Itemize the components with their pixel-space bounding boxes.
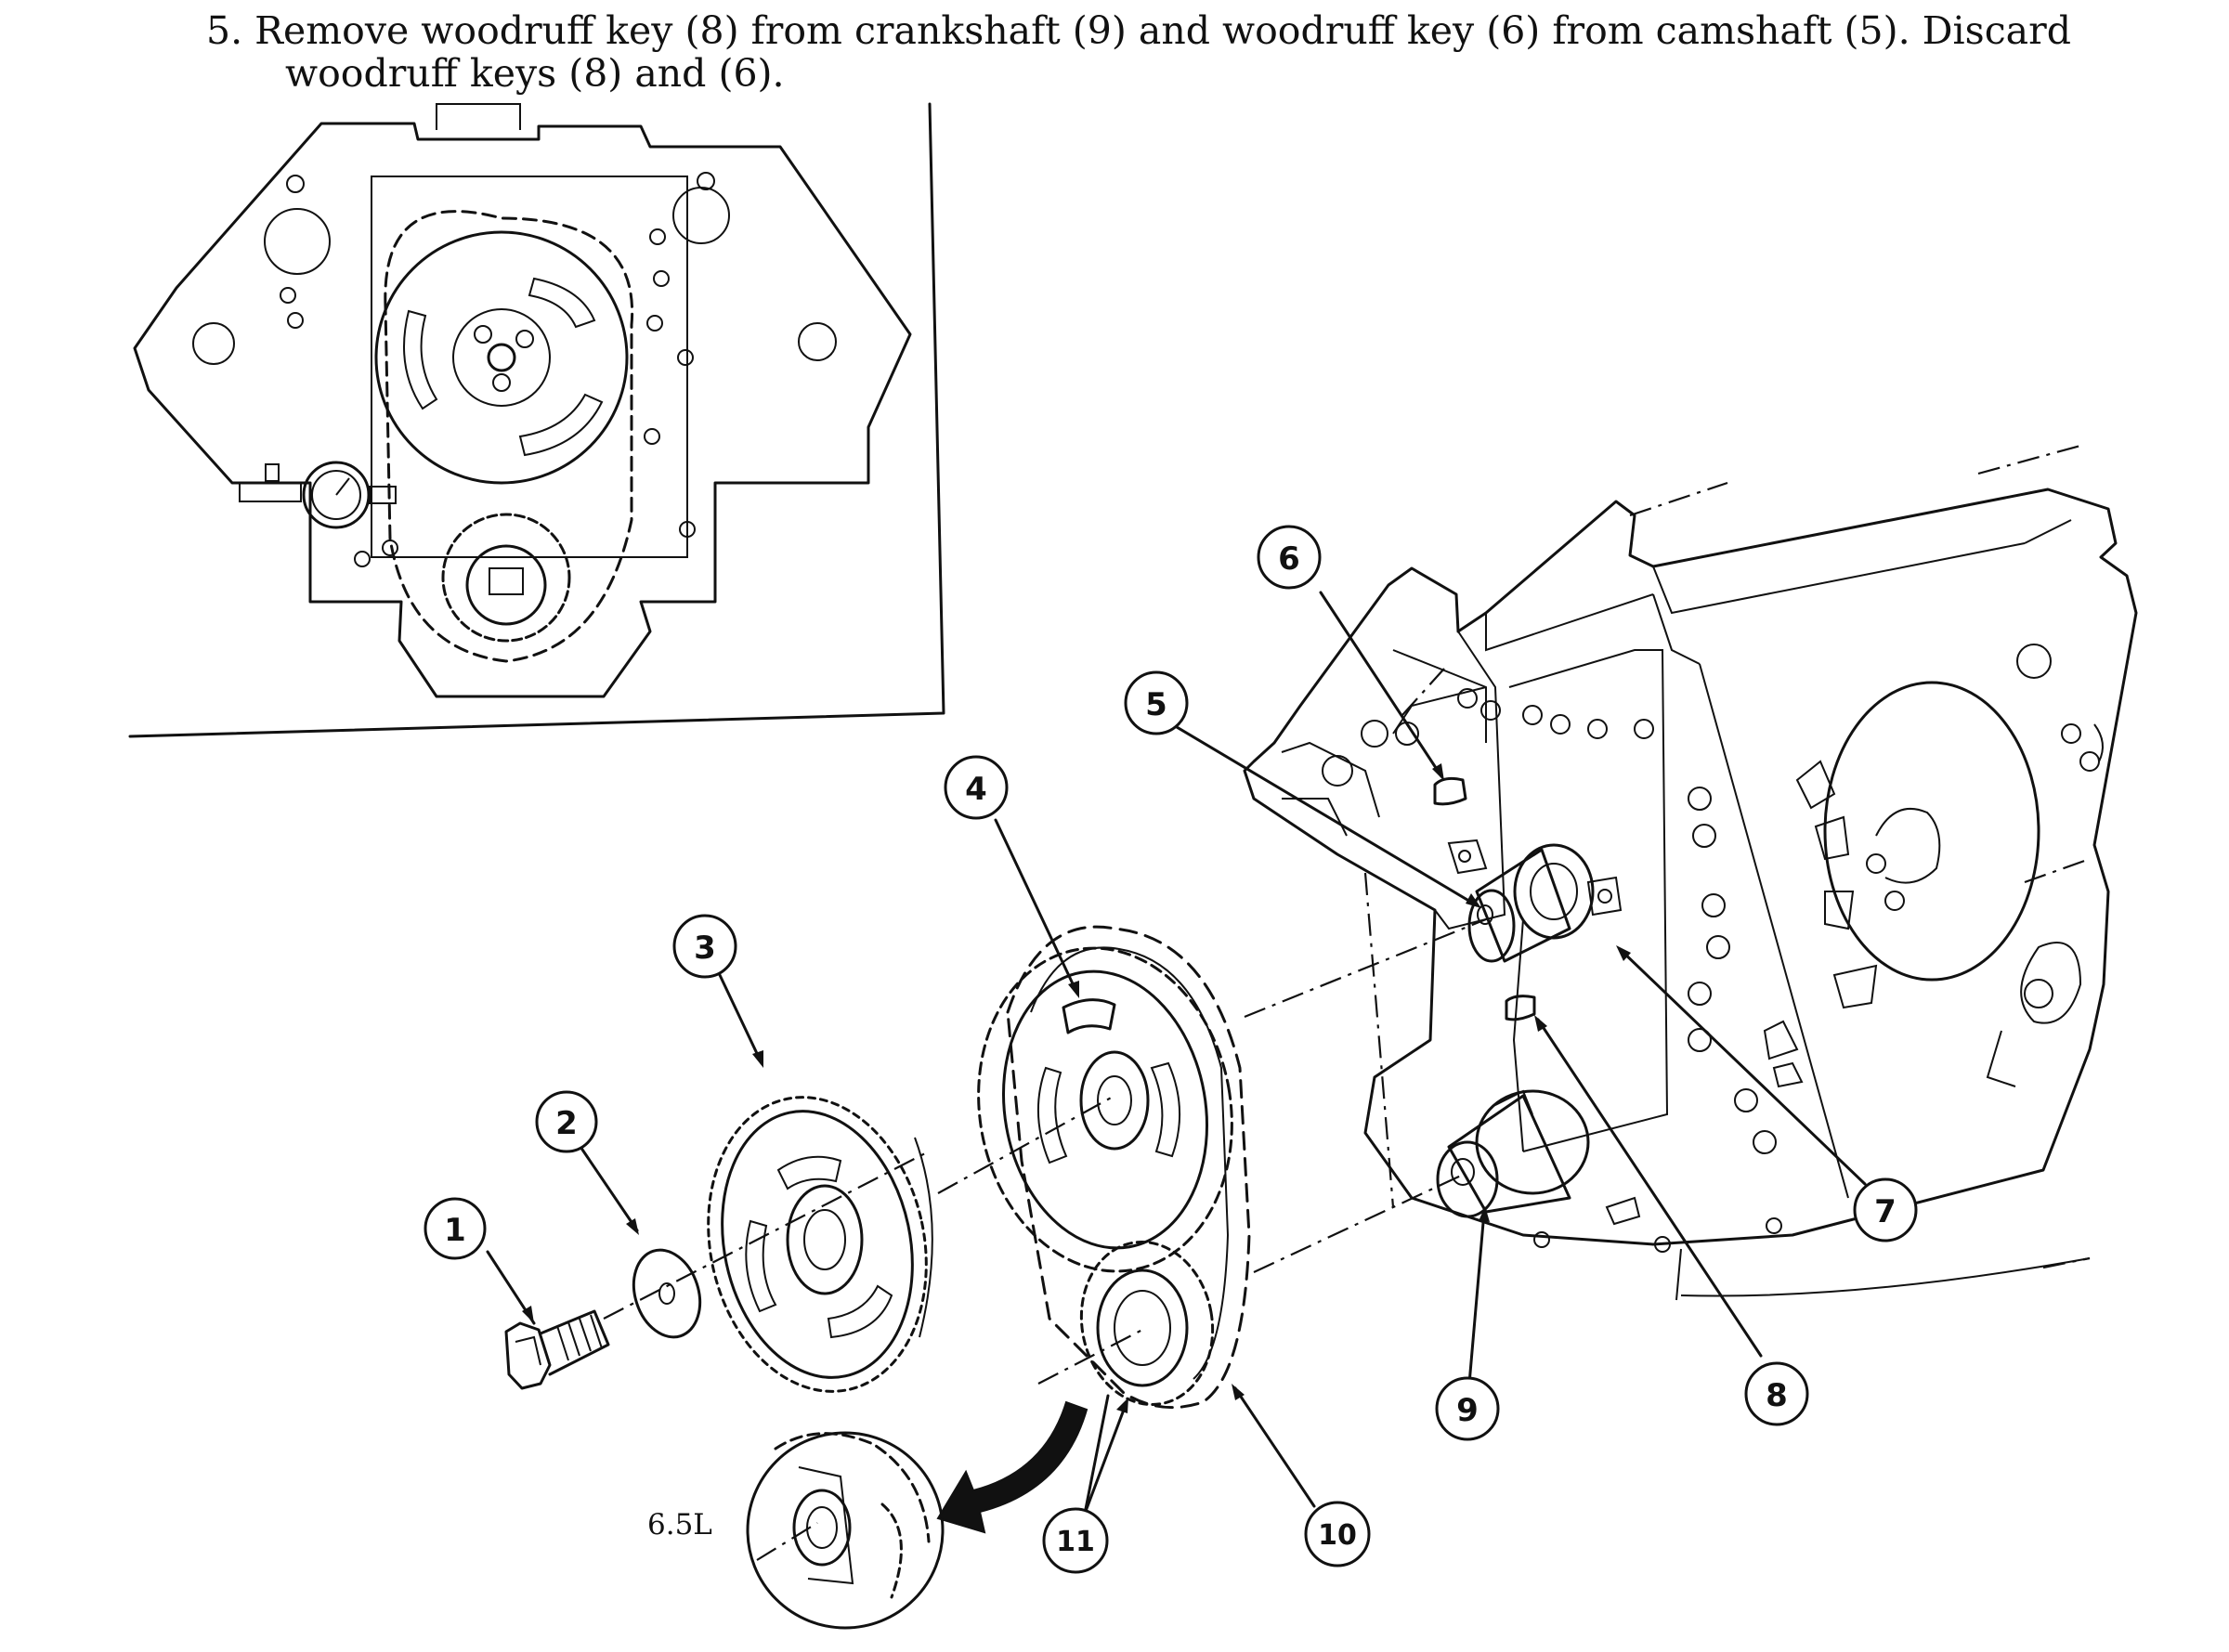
callout-7-label: 7 <box>1874 1193 1897 1230</box>
callout-10: 10 <box>1304 1501 1371 1567</box>
crankshaft-end <box>1436 1089 1641 1226</box>
camshaft-sprocket-4-icon <box>977 946 1233 1273</box>
engine-block <box>1243 488 2138 1301</box>
callout-11: 11 <box>1042 1507 1109 1574</box>
camshaft-sprocket-3-icon <box>707 1096 933 1393</box>
callout-2: 2 <box>535 1090 598 1153</box>
callout-1: 1 <box>424 1197 487 1260</box>
inset-view <box>128 102 945 738</box>
inset-camshaft-sprocket <box>374 230 629 485</box>
bolt-icon <box>504 1309 610 1390</box>
detail-arrow-icon <box>936 1400 1088 1534</box>
callout-6: 6 <box>1257 525 1322 590</box>
block-front-cover <box>1281 644 2104 1253</box>
centerlines <box>603 444 2091 1561</box>
callout-6-label: 6 <box>1278 540 1300 578</box>
callout-5: 5 <box>1124 670 1189 735</box>
callout-8: 8 <box>1744 1361 1809 1426</box>
inset-timing-chain <box>384 210 634 663</box>
callout-5-label: 5 <box>1145 686 1167 723</box>
instruction-line-2: woodruff keys (8) and (6). <box>285 51 785 96</box>
woodruff-key-8-icon <box>1505 995 1536 1021</box>
timing-chain-10-icon <box>1006 925 1251 1410</box>
callout-2-label: 2 <box>555 1105 578 1142</box>
instruction-line-1: 5. Remove woodruff key (8) from cranksha… <box>206 8 2071 53</box>
crankshaft-sprocket-11-icon <box>1079 1240 1215 1407</box>
callout-7: 7 <box>1853 1177 1918 1242</box>
callout-1-label: 1 <box>444 1212 466 1249</box>
washer-icon <box>632 1248 702 1339</box>
callout-4: 4 <box>944 755 1009 820</box>
callout-3: 3 <box>672 914 737 979</box>
variant-label: 6.5L <box>647 1508 712 1541</box>
callout-4-label: 4 <box>965 771 987 808</box>
detail-6-5l-sprocket-icon <box>746 1431 945 1630</box>
cylinder-bore <box>1823 681 2040 982</box>
callout-9-label: 9 <box>1456 1392 1479 1429</box>
callout-3-label: 3 <box>694 930 716 967</box>
callout-leaders <box>486 591 1867 1515</box>
woodruff-key-6-icon <box>1433 776 1467 806</box>
inset-border <box>128 102 945 738</box>
dial-indicator-icon <box>239 461 397 529</box>
callout-8-label: 8 <box>1766 1377 1788 1414</box>
callout-9: 9 <box>1435 1376 1500 1441</box>
callout-11-label: 11 <box>1056 1526 1095 1558</box>
callout-10-label: 10 <box>1318 1519 1357 1552</box>
camshaft-end <box>1447 839 1623 963</box>
inset-crankshaft-sprocket <box>441 513 571 643</box>
